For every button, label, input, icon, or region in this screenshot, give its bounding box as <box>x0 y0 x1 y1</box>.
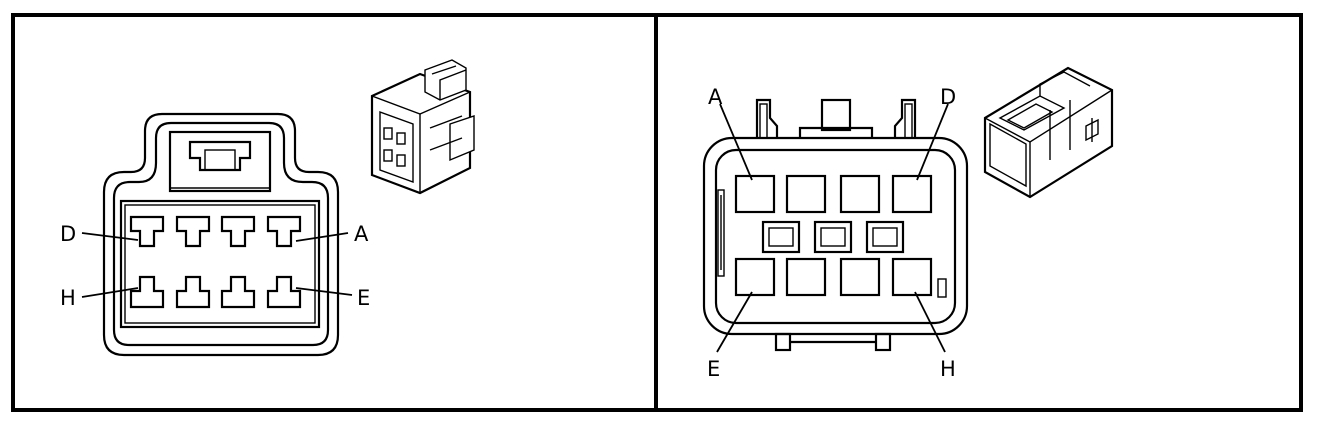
right-terminals <box>734 174 933 297</box>
terminal-d <box>129 215 165 248</box>
terminal-a <box>266 215 302 248</box>
terminal-g <box>175 275 211 309</box>
left-connector-face <box>102 112 340 357</box>
right-connector-isometric-icon <box>983 66 1114 199</box>
left-bottom-terminals <box>129 275 302 309</box>
leader-a <box>719 103 753 181</box>
terminal-h <box>891 257 933 297</box>
leader-h <box>914 291 946 353</box>
leader-h <box>81 287 139 298</box>
left-connector-isometric-icon <box>370 59 475 195</box>
terminal-b <box>785 174 827 214</box>
leader-e <box>295 287 353 296</box>
leader-a <box>295 232 349 242</box>
right-label-top-left: A <box>708 85 723 109</box>
leader-d <box>81 232 139 241</box>
terminal-b <box>220 215 256 248</box>
terminal-d <box>891 174 933 214</box>
terminal-h <box>129 275 165 309</box>
right-label-top-right: D <box>940 85 956 109</box>
terminal-g <box>839 257 881 297</box>
terminal-a <box>734 174 776 214</box>
left-label-top-right: A <box>354 222 369 246</box>
right-panel: A D E H <box>702 66 1114 381</box>
left-label-bottom-left: H <box>60 286 76 310</box>
left-top-terminals <box>129 215 302 248</box>
terminal-e <box>266 275 302 309</box>
right-label-bottom-left: E <box>707 357 720 381</box>
terminal-c <box>175 215 211 248</box>
terminal-c <box>839 174 881 214</box>
left-panel: D A H E <box>60 59 475 357</box>
terminal-f <box>785 257 827 297</box>
terminal-f <box>220 275 256 309</box>
leader-d <box>916 103 949 181</box>
terminal-e <box>734 257 776 297</box>
leader-e <box>716 291 753 353</box>
left-label-bottom-right: E <box>357 286 370 310</box>
right-label-bottom-right: H <box>940 357 956 381</box>
left-label-top-left: D <box>60 222 76 246</box>
